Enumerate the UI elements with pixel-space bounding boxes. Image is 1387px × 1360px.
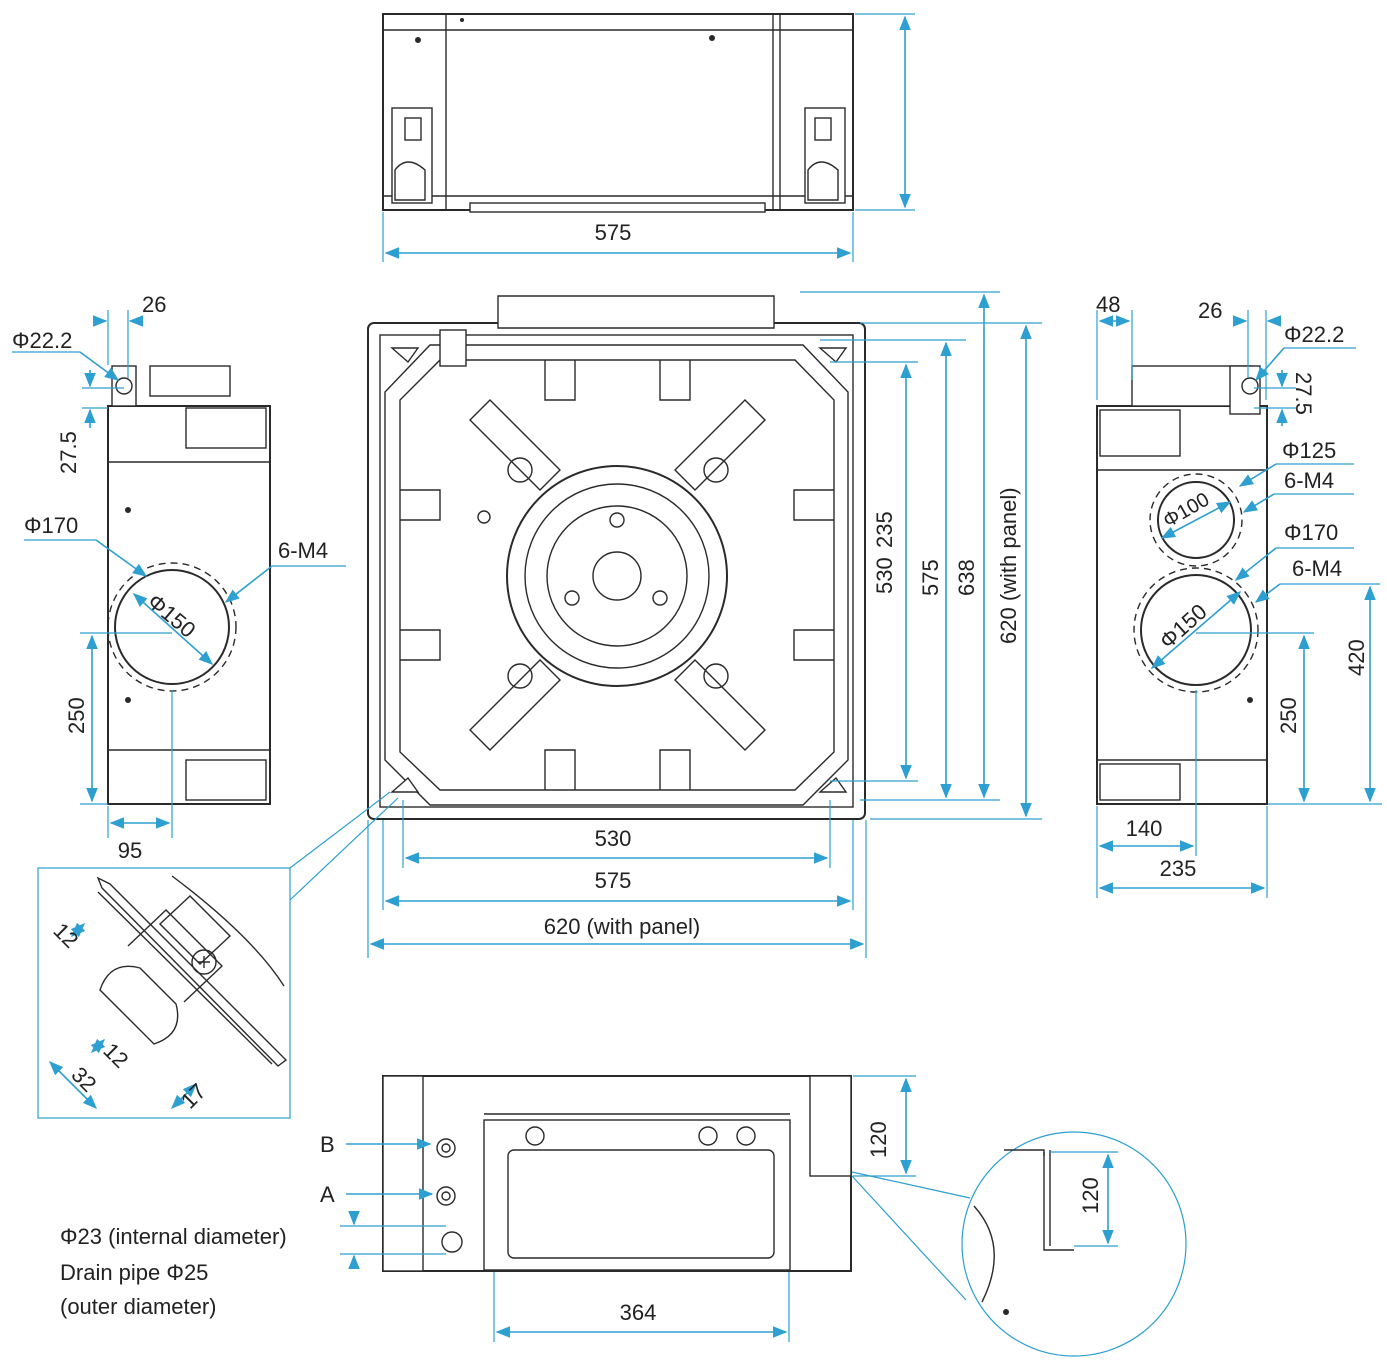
- right-flange-dia-top: Φ125: [1282, 438, 1336, 463]
- right-pipe-dia: Φ22.2: [1284, 322, 1344, 347]
- right-flange-dia-bottom: Φ170: [1284, 520, 1338, 545]
- front-dim-120: 120: [866, 1121, 891, 1158]
- right-dim-26: 26: [1198, 298, 1222, 323]
- main-vert-638: 638: [954, 559, 979, 596]
- circle-detail: 120: [851, 1131, 1187, 1357]
- drain-line-2: Drain pipe Φ25: [60, 1260, 208, 1285]
- left-dim-27-5: 27.5: [56, 431, 81, 474]
- front-dim-364: 364: [620, 1300, 657, 1325]
- detail-dim-32: 32: [66, 1062, 101, 1097]
- main-horiz-530: 530: [595, 826, 632, 851]
- top-width-dim: 575: [595, 220, 632, 245]
- circle-detail-dim-120: 120: [1078, 1177, 1103, 1214]
- detail-dim-12-a: 12: [48, 918, 83, 953]
- detail-view: 12 12 32 17: [37, 791, 399, 1119]
- front-view: B A Φ23 (internal diameter) Drain pipe Φ…: [60, 1075, 916, 1342]
- right-dim-140: 140: [1126, 816, 1163, 841]
- label-a: A: [320, 1182, 335, 1207]
- detail-dim-17: 17: [176, 1079, 211, 1114]
- right-side-view: 48 26 Φ22.2 27.5 Φ125 6-M4 Φ100 Φ170 6-M…: [1096, 292, 1382, 898]
- right-hole-spec-top: 6-M4: [1284, 468, 1334, 493]
- right-dim-420: 420: [1344, 639, 1369, 676]
- left-pipe-dia: Φ22.2: [12, 328, 72, 353]
- main-vert-530: 530: [872, 557, 897, 594]
- drain-line-3: (outer diameter): [60, 1294, 217, 1319]
- left-hole-spec: 6-M4: [278, 538, 328, 563]
- right-dim-48: 48: [1096, 292, 1120, 317]
- right-hole-spec-bottom: 6-M4: [1292, 556, 1342, 581]
- main-view: 530 235 575 638 620 (with panel) 530 575…: [367, 291, 1042, 958]
- left-dim-26: 26: [142, 292, 166, 317]
- right-dim-27-5: 27.5: [1291, 372, 1316, 415]
- top-view: 575: [382, 13, 915, 262]
- left-side-view: 26 Φ22.2 27.5 Φ170 6-M4 Φ150 250 95: [12, 292, 346, 863]
- main-vert-235: 235: [872, 511, 897, 548]
- main-horiz-575: 575: [595, 868, 632, 893]
- label-b: B: [320, 1132, 335, 1157]
- left-dim-250: 250: [64, 697, 89, 734]
- main-vert-575: 575: [918, 559, 943, 596]
- main-horiz-620: 620 (with panel): [544, 914, 701, 939]
- left-flange-dia: Φ170: [24, 513, 78, 538]
- detail-dim-12-b: 12: [98, 1038, 133, 1073]
- right-dim-235: 235: [1160, 856, 1197, 881]
- main-vert-620: 620 (with panel): [996, 487, 1021, 644]
- right-dim-250: 250: [1276, 697, 1301, 734]
- drain-line-1: Φ23 (internal diameter): [60, 1224, 287, 1249]
- left-dim-95: 95: [118, 838, 142, 863]
